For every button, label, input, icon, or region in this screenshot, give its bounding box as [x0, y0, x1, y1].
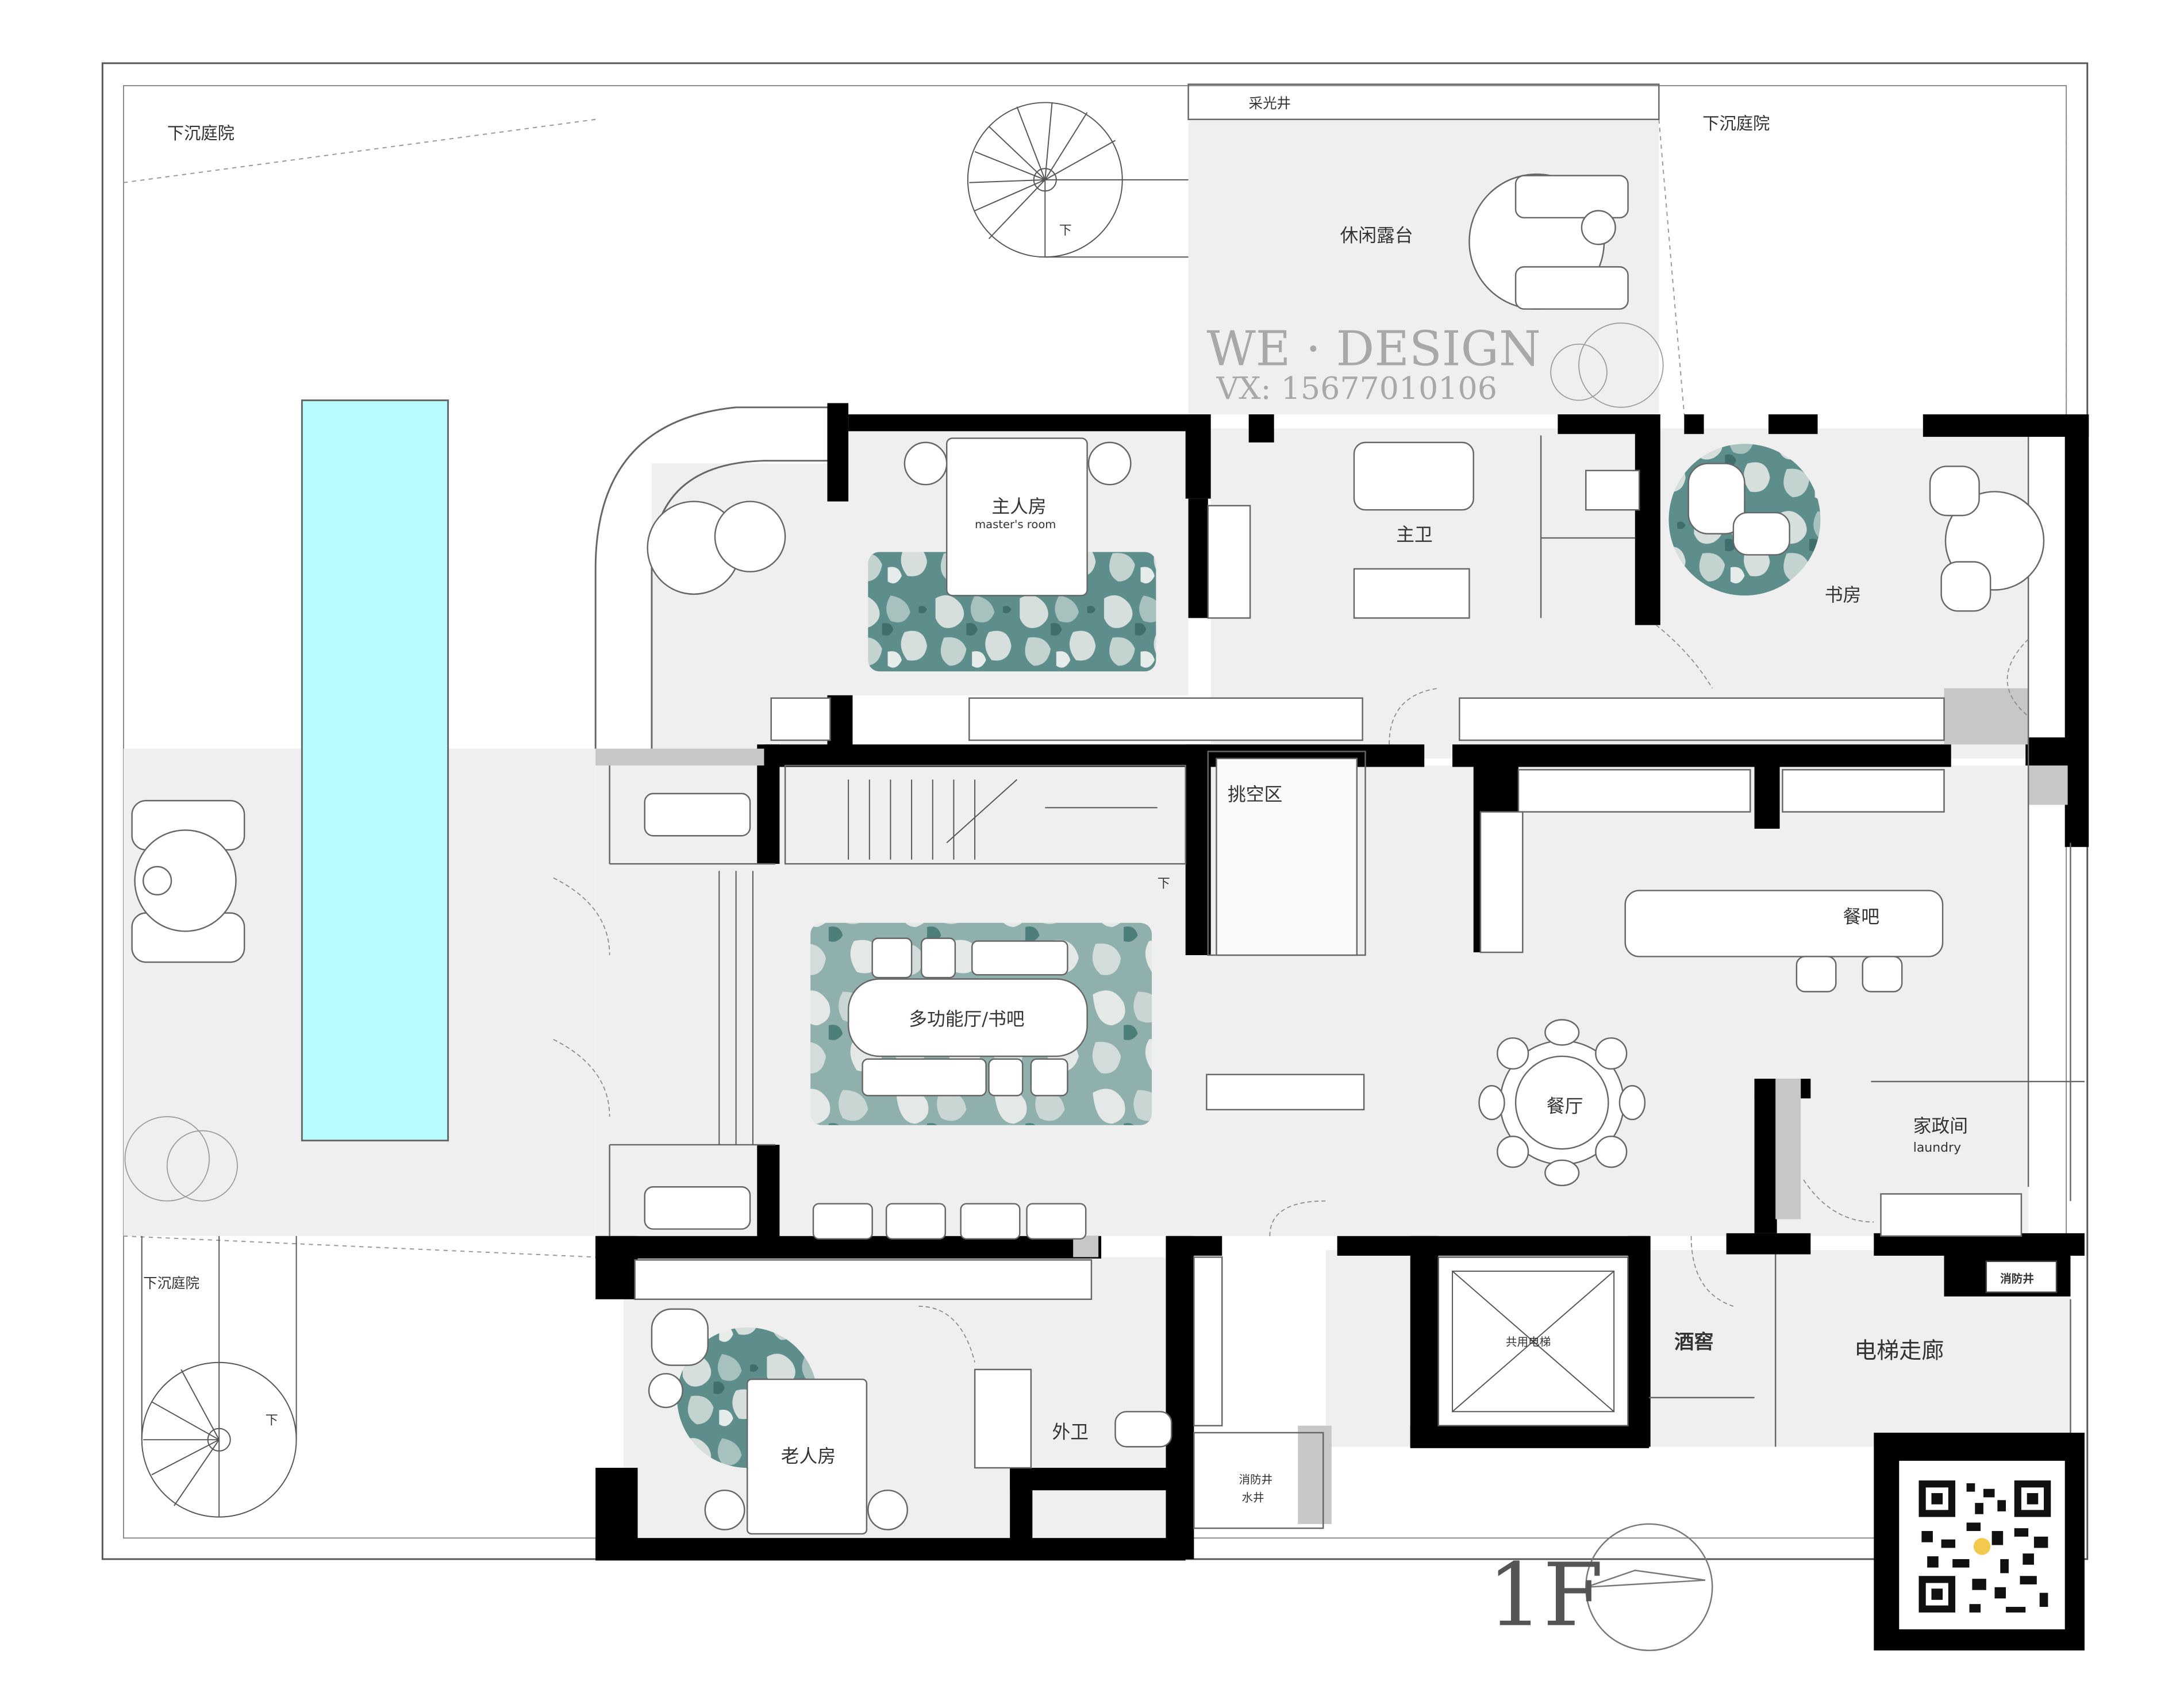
dining-bar-label: 餐吧 [1843, 907, 1880, 928]
sunken-court-top-right-label: 下沉庭院 [1702, 114, 1770, 133]
landscape-circles [124, 322, 1664, 1202]
master-room-en-label: master's room [975, 518, 1056, 531]
leisure-terrace-label: 休闲露台 [1340, 225, 1413, 246]
laundry-label: 家政间 [1913, 1116, 1968, 1137]
spiral-stair-bottom [141, 1236, 297, 1518]
study-label: 书房 [1825, 585, 1862, 606]
elevator-corridor-label: 电梯走廊 [1854, 1338, 1944, 1364]
stair-down-label-1: 下 [1059, 224, 1072, 238]
central-staircase [718, 779, 1158, 1145]
qr-logo-dot [1973, 1538, 1991, 1555]
north-arrow-icon [1585, 1569, 1706, 1588]
water-shaft-label: 水井 [1241, 1491, 1264, 1505]
partition-walls [595, 688, 2068, 1524]
void-area-label: 挑空区 [1228, 784, 1282, 805]
master-room-label: 主人房 [991, 497, 1046, 517]
qr-code [1918, 1480, 2051, 1613]
multi-hall-label: 多功能厅/书吧 [909, 1009, 1024, 1030]
landscape-lines [123, 118, 2067, 1258]
furniture [131, 173, 2045, 1535]
north-arrow-circle [1585, 1523, 1713, 1652]
elevator-diagonal-b [1452, 1271, 1614, 1413]
door-swings [553, 624, 2029, 1363]
elder-room-label: 老人房 [781, 1446, 836, 1467]
watermark-brand: WE · DESIGN [1206, 321, 1540, 376]
skylight-well-label: 采光井 [1249, 95, 1291, 111]
shared-elevator-label: 共用电梯 [1506, 1335, 1551, 1348]
spiral-stair-top [967, 102, 1189, 258]
stair-down-label-2: 下 [1158, 877, 1170, 891]
curved-garden-wall [594, 406, 835, 749]
fire-shaft-bottom-label: 消防井 [1239, 1473, 1273, 1486]
sunken-court-top-left-label: 下沉庭院 [167, 124, 234, 143]
swimming-pool [301, 399, 449, 1142]
dining-room-label: 餐厅 [1547, 1097, 1583, 1117]
elevator-car [1452, 1270, 1615, 1413]
fire-shaft-right-label: 消防井 [2000, 1272, 2034, 1285]
watermark-contact: VX: 15677010106 [1216, 370, 1497, 406]
fire-shaft-box [1985, 1260, 2058, 1293]
sunken-court-bottom-left-label: 下沉庭院 [143, 1275, 199, 1291]
stair-down-label-3: 下 [266, 1413, 278, 1428]
guest-bath-label: 外卫 [1052, 1422, 1089, 1443]
floor-label: 1F [1487, 1544, 1604, 1646]
wine-cellar-label: 酒窖 [1674, 1330, 1713, 1353]
master-bath-label: 主卫 [1396, 525, 1433, 545]
laundry-en-label: laundry [1913, 1141, 1961, 1155]
dining-chairs [1478, 1019, 1646, 1187]
